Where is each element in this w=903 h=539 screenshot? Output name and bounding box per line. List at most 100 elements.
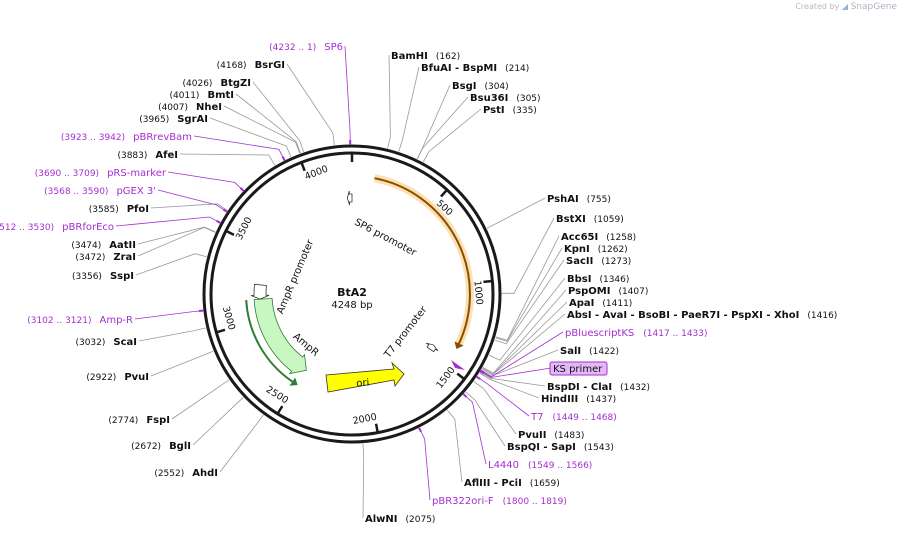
site-label-kpni[interactable]: KpnI(1262) [564, 244, 628, 255]
site-label-btgzi[interactable]: (4026)BtgZI [183, 78, 251, 89]
primer-label-pgex-3[interactable]: (3568 .. 3590)pGEX 3' [44, 186, 156, 197]
site-label-bsgi[interactable]: BsgI(304) [452, 81, 509, 92]
site-name: SgrAI [177, 114, 208, 125]
site-position: (4007) [158, 103, 188, 113]
site-name: AbsI - AvaI - BsoBI - PaeR7I - PspXI - X… [567, 310, 799, 321]
t7-primer-arrow-icon [451, 359, 466, 370]
site-label-nhei[interactable]: (4007)NheI [158, 102, 222, 113]
site-label-bamhi[interactable]: BamHI(162) [391, 51, 460, 62]
site-label-sacii[interactable]: SacII(1273) [566, 256, 631, 267]
site-label-psti[interactable]: PstI(335) [483, 105, 537, 116]
feature-t7-promoter[interactable] [426, 342, 439, 353]
site-label-bbsi[interactable]: BbsI(1346) [567, 274, 629, 285]
site-name: BbsI [567, 274, 591, 285]
site-name: PvuII [518, 430, 546, 441]
site-leader [465, 391, 506, 447]
site-label-bgli[interactable]: (2672)BglI [131, 441, 191, 452]
site-leader [398, 66, 420, 152]
site-label-zrai[interactable]: (3472) ZraI [75, 252, 136, 263]
primer-name: SP6 [324, 42, 343, 53]
site-label-apai[interactable]: ApaI(1411) [569, 298, 632, 309]
insert-arrow[interactable] [373, 174, 474, 350]
site-label-sgrai[interactable]: (3965)SgrAI [139, 114, 208, 125]
site-position: (2552) [154, 469, 184, 479]
site-label-bsu36i[interactable]: Bsu36I(305) [470, 93, 541, 104]
primer-position: (1449 .. 1468) [552, 413, 616, 423]
primer-label-pbrrevbam[interactable]: (3923 .. 3942)pBRrevBam [61, 132, 192, 143]
site-name: AhdI [192, 468, 218, 479]
site-label-pvui[interactable]: (2922)PvuI [86, 372, 149, 383]
site-label-pfoi[interactable]: (3585)PfoI [89, 204, 149, 215]
primer-binding-mark [479, 369, 485, 375]
site-name: SalI [560, 346, 581, 357]
site-label-aatii[interactable]: (3474) AatII [71, 240, 136, 251]
site-position: (1437) [586, 395, 616, 405]
tick-label: 3500 [234, 215, 255, 242]
site-leader [486, 197, 546, 229]
plasmid-name: BtA2 [337, 286, 367, 299]
site-position: (3032) [75, 338, 105, 348]
site-name: AlwNI [365, 514, 398, 525]
site-name: AatII [109, 240, 136, 251]
site-label-acc65i[interactable]: Acc65I(1258) [561, 232, 636, 243]
site-position: (2774) [108, 416, 138, 426]
insert-arrowhead [454, 341, 464, 350]
site-label-ahdi[interactable]: (2552) AhdI [154, 468, 218, 479]
site-label-sali[interactable]: SalI(1422) [560, 346, 619, 357]
site-position: (3474) [71, 241, 101, 251]
tick-label: 2000 [352, 412, 378, 427]
site-label-scai[interactable]: (3032)ScaI [75, 337, 137, 348]
primer-label-prs-marker[interactable]: (3690 .. 3709)pRS-marker [35, 168, 167, 179]
site-label-fspi[interactable]: (2774)FspI [108, 415, 170, 426]
site-leader [488, 277, 566, 361]
site-label-bspdi[interactable]: BspDI - ClaI(1432) [547, 382, 650, 393]
primer-label-ks-primer[interactable]: KS primer [549, 361, 608, 376]
primer-name: pRS-marker [107, 168, 167, 179]
site-position: (1659) [530, 479, 560, 489]
site-position: (3472) [75, 253, 105, 263]
primer-highlight-box [549, 361, 608, 376]
primer-leader [476, 376, 530, 417]
primer-position: (3102 .. 3121) [27, 316, 91, 326]
primer-leader [167, 171, 244, 191]
site-label-pspomi[interactable]: PspOMI(1407) [568, 286, 648, 297]
site-label-bspqi[interactable]: BspQI - SapI(1543) [507, 442, 614, 453]
site-leader [417, 96, 469, 160]
primer-label-sp6[interactable]: (4232 .. 1)SP6 [269, 42, 343, 53]
site-label-pshai[interactable]: PshAI(755) [547, 194, 611, 205]
site-label-alwni[interactable]: AlwNI(2075) [365, 514, 435, 525]
primer-label-pbr322ori-f[interactable]: pBR322ori-F(1800 .. 1819) [432, 496, 567, 507]
feature-ampr-promoter[interactable] [250, 283, 270, 300]
site-label-afei[interactable]: (3883)AfeI [117, 150, 178, 161]
site-label-afliii[interactable]: AflIII - PciI(1659) [464, 478, 560, 489]
primer-label-amp-r[interactable]: (3102 .. 3121)Amp-R [27, 315, 133, 326]
site-label-bmti[interactable]: (4011)BmtI [170, 90, 234, 101]
site-label-absi[interactable]: AbsI - AvaI - BsoBI - PaeR7I - PspXI - X… [567, 310, 837, 321]
site-leader [494, 259, 565, 345]
amp-promoter-arrow [250, 283, 270, 300]
site-position: (1059) [594, 215, 624, 225]
primer-label-pbluescriptks[interactable]: pBluescriptKS(1417 .. 1433) [565, 328, 708, 339]
site-name: PspOMI [568, 286, 610, 297]
tick-mark [374, 423, 379, 432]
site-label-bsrgi[interactable]: (4168)BsrGI [217, 60, 285, 71]
site-name: PfoI [127, 204, 149, 215]
feature-sp6-promoter[interactable] [346, 190, 353, 206]
primer-label-l4440[interactable]: L4440(1549 .. 1566) [488, 460, 592, 471]
site-marks [198, 140, 485, 433]
primer-label-t7[interactable]: T7(1449 .. 1468) [530, 412, 617, 423]
site-label-pvuii[interactable]: PvuII(1483) [518, 430, 584, 441]
site-label-sspi[interactable]: (3356)SspI [72, 271, 134, 282]
site-label-hindiii[interactable]: HindIII(1437) [541, 394, 616, 405]
site-leader [179, 153, 276, 166]
site-name: ZraI [113, 252, 136, 263]
feature-ampr[interactable] [245, 298, 307, 386]
feature-ori[interactable] [325, 361, 405, 393]
site-label-bfuai[interactable]: BfuAI - BspMI(214) [421, 63, 529, 74]
site-label-bstxi[interactable]: BstXI(1059) [556, 214, 624, 225]
primer-label-pbrforeco[interactable]: (3512 .. 3530)pBRforEco [0, 222, 114, 233]
site-leader [495, 247, 563, 342]
primer-leader [463, 394, 487, 465]
site-position: (4011) [170, 91, 200, 101]
